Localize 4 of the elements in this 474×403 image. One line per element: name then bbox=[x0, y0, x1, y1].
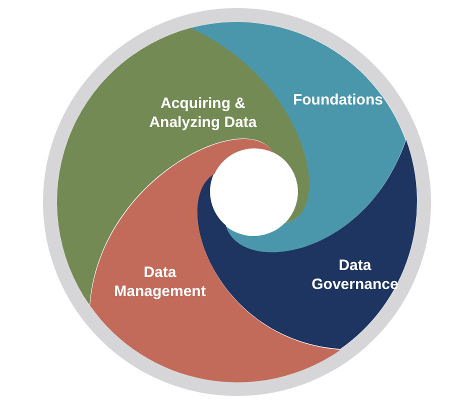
segment-label: Foundations bbox=[292, 90, 384, 110]
segment-label: Data Management bbox=[113, 262, 207, 301]
segment-label: Data Governance bbox=[310, 256, 400, 294]
segment-label: Acquiring & Analyzing Data bbox=[148, 94, 258, 132]
